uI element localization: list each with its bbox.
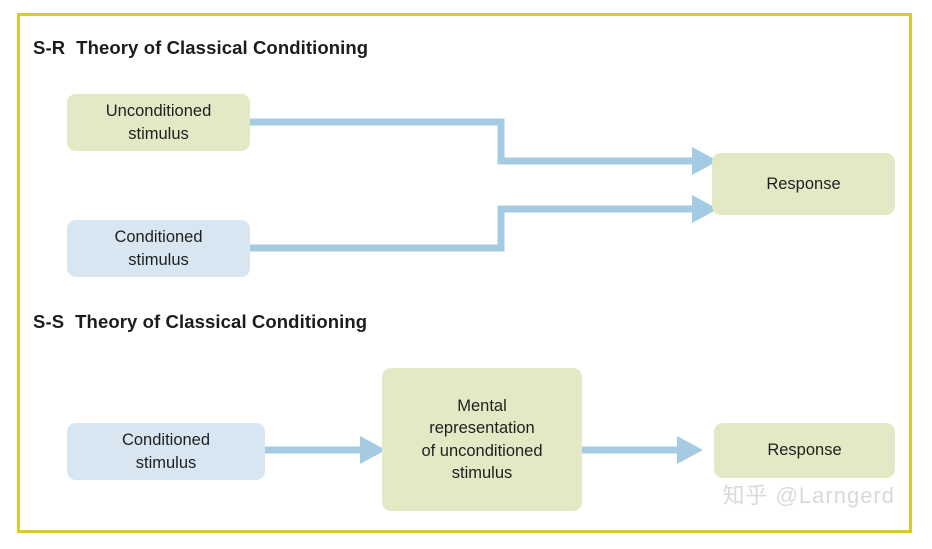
cs-ss-line-1: Conditioned — [121, 431, 211, 450]
us-line-2: stimulus — [128, 124, 189, 143]
node-conditioned-stimulus-ss: Conditioned stimulus — [67, 423, 265, 480]
section-title-text-sr: Theory of Classical Conditioning — [76, 37, 369, 58]
cs-ss-line-2: stimulus — [135, 453, 197, 472]
node-response-sr-label: Response — [766, 174, 841, 193]
node-conditioned-stimulus-ss-label: Conditioned stimulus — [122, 429, 210, 474]
section-title-text-ss: Theory of Classical Conditioning — [75, 311, 368, 332]
node-conditioned-stimulus-sr-label: Conditioned stimulus — [114, 226, 202, 271]
cs-sr-line-2: stimulus — [128, 250, 189, 269]
node-response-ss-label: Response — [767, 441, 842, 460]
node-mental-representation: Mental representation of unconditioned s… — [382, 368, 582, 511]
us-line-1: Unconditioned — [105, 102, 212, 121]
node-response-sr: Response — [712, 153, 895, 215]
node-mental-representation-label: Mental representation of unconditioned s… — [421, 395, 542, 484]
node-response-ss: Response — [714, 423, 895, 478]
section-title-ss: S-S Theory of Classical Conditioning — [33, 311, 367, 333]
section-code-sr: S-R — [33, 37, 66, 58]
mental-line-2: representation — [429, 419, 535, 438]
arrow-us-to-response — [250, 118, 697, 165]
watermark: 知乎 @Larngerd — [722, 483, 895, 508]
node-unconditioned-stimulus: Unconditioned stimulus — [67, 94, 250, 151]
mental-line-4: stimulus — [451, 463, 513, 482]
node-conditioned-stimulus-sr: Conditioned stimulus — [67, 220, 250, 277]
arrowhead-mental-to-response — [677, 436, 703, 464]
node-unconditioned-stimulus-label: Unconditioned stimulus — [106, 100, 212, 145]
mental-line-3: of unconditioned — [421, 441, 543, 460]
diagram-frame: S-R Theory of Classical Conditioning S-S T… — [17, 13, 912, 533]
mental-line-1: Mental — [457, 396, 507, 415]
section-title-sr: S-R Theory of Classical Conditioning — [33, 37, 368, 59]
arrow-cs-to-response — [250, 205, 697, 252]
section-code-ss: S-S — [33, 311, 65, 332]
cs-sr-line-1: Conditioned — [114, 228, 203, 247]
